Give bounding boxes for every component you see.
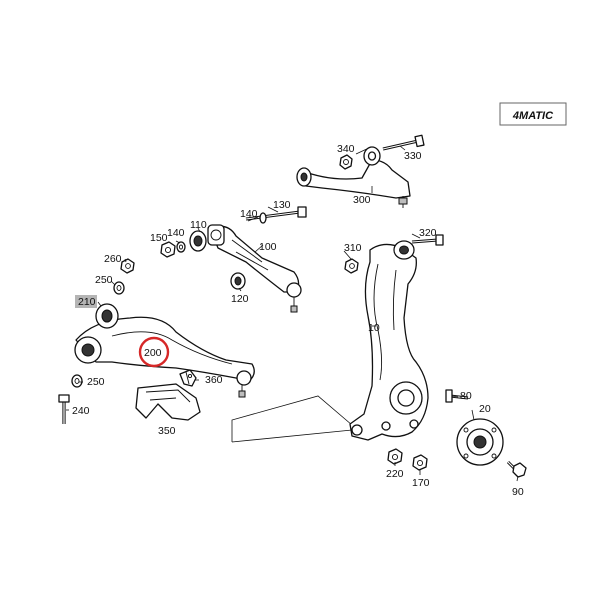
callout-240: 240 [72, 405, 90, 417]
nut-310 [344, 258, 359, 274]
bolt-240 [58, 394, 70, 424]
callout-140-left: 140 [167, 227, 185, 239]
bolt-90 [506, 460, 527, 478]
steering-knuckle [349, 240, 429, 441]
callout-10: 10 [368, 322, 380, 334]
callout-120: 120 [231, 293, 249, 305]
nut-340 [339, 154, 353, 170]
nut-150 [160, 241, 176, 258]
callout-330: 330 [404, 150, 422, 162]
callout-350: 350 [158, 425, 176, 437]
bushing-120 [230, 272, 246, 290]
callout-360: 360 [205, 374, 223, 386]
washer-140-left [176, 241, 186, 253]
callout-110: 110 [190, 219, 207, 231]
callout-340: 340 [337, 143, 355, 155]
callout-90: 90 [512, 486, 524, 498]
callout-260: 260 [104, 253, 122, 265]
callout-130: 130 [273, 199, 291, 211]
bracket-360 [179, 369, 197, 387]
upper-control-arm [296, 146, 411, 208]
bolt-320 [411, 234, 444, 246]
front-control-arm [207, 224, 302, 313]
callout-leader-lines [66, 145, 519, 482]
callout-100: 100 [259, 241, 277, 253]
highlight-box-210 [75, 295, 97, 308]
highlight-ring-200 [138, 336, 170, 368]
bushing-210 [95, 303, 119, 329]
lower-control-arm [74, 316, 255, 398]
assembly-leader-line [231, 395, 353, 442]
cover-350 [135, 383, 201, 421]
nut-170 [412, 454, 428, 471]
callout-200: 200 [144, 347, 162, 359]
4matic-badge-text: 4MATIC [512, 110, 554, 122]
callout-20: 20 [479, 403, 491, 415]
bushing-110 [189, 230, 207, 252]
callout-310: 310 [344, 242, 362, 254]
callout-250-lower: 250 [87, 376, 105, 388]
callout-80: 80 [460, 390, 472, 402]
washer-140-right [259, 212, 267, 224]
callout-170: 170 [412, 477, 430, 489]
callout-210: 210 [78, 296, 96, 308]
wheel-hub-20 [456, 418, 504, 466]
nut-220 [387, 448, 403, 465]
4matic-badge: 4MATIC [499, 102, 567, 126]
bolt-330 [382, 134, 425, 151]
callout-300: 300 [353, 194, 371, 206]
washer-250-lower [71, 374, 83, 388]
callout-labels: 340 330 300 140 130 110 140 150 100 120 … [72, 143, 524, 498]
callout-320: 320 [419, 227, 437, 239]
callout-220: 220 [386, 468, 404, 480]
callout-250-upper: 250 [95, 274, 113, 286]
callout-150: 150 [150, 232, 168, 244]
nut-260 [120, 258, 135, 274]
callout-140-right: 140 [240, 208, 258, 220]
washer-250-upper [113, 281, 125, 295]
